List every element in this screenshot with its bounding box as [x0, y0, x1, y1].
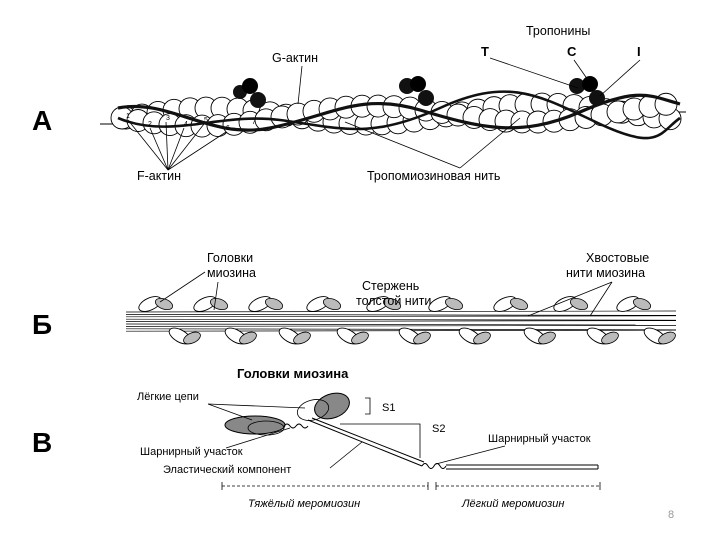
myosin-head-upper-pair — [569, 297, 589, 311]
bead-number-2: 2 — [148, 121, 152, 128]
page-number: 8 — [668, 509, 674, 521]
myosin-head-left — [224, 415, 286, 435]
bead-number-4: 4 — [184, 121, 188, 128]
tail-leader-1 — [527, 281, 613, 317]
g-actin-leader — [297, 65, 303, 105]
f-actin-label: F-актин — [137, 169, 181, 183]
myosin-head-lower-pair — [538, 331, 556, 345]
myosin-head-lower-pair — [413, 331, 431, 345]
rod-fiber-line — [125, 318, 677, 321]
troponin-complex-2 — [399, 76, 434, 106]
myosin-head-lower-pair — [351, 331, 369, 345]
heavy-meromyosin-label: Тяжёлый меромиозин — [248, 498, 360, 510]
panel-b-letter: Б — [32, 309, 52, 340]
rod-fiber-line — [125, 320, 677, 322]
s1-bracket — [365, 397, 371, 415]
f-actin-leaders — [127, 119, 227, 171]
troponin-complex-1 — [233, 78, 266, 108]
rod-label-line1: Стержень — [362, 279, 419, 293]
s2-bracket — [340, 423, 421, 458]
s2-arm-1 — [307, 419, 423, 467]
tropomyosin-label: Тропомиозиновая нить — [367, 169, 500, 183]
troponin-c-label: C — [567, 44, 577, 59]
s1-label: S1 — [382, 402, 395, 414]
myosin-head-upper-pair — [264, 297, 284, 311]
tropomyosin-leader-1 — [344, 121, 461, 169]
myosin-head-upper-pair — [322, 297, 342, 311]
heads-leader-2 — [213, 281, 219, 311]
bead-number-1: 1 — [126, 113, 130, 120]
s2-arm-2 — [311, 417, 425, 463]
heads-label-line2: миозина — [207, 266, 256, 280]
myosin-head-lower-pair — [183, 331, 201, 345]
rod-fiber-line — [125, 315, 677, 318]
rod-label-line2: толстой нити — [356, 294, 431, 308]
myosin-head-upper-pair — [444, 297, 464, 311]
tail-label-line1: Хвостовые — [586, 251, 649, 265]
panel-a: А 1 2 3 4 5 6 7 G-а — [32, 24, 686, 183]
light-meromyosin-label: Лёгкий меромиозин — [461, 498, 564, 510]
troponin-t-leader — [489, 57, 579, 89]
rod-fiber-line — [125, 323, 677, 326]
tropomyosin-strand-1 — [117, 93, 681, 132]
s2-label: S2 — [432, 423, 445, 435]
hinge-right-label: Шарнирный участок — [488, 433, 591, 445]
light-chain-left — [247, 420, 285, 436]
rod-fiber-line — [125, 310, 677, 313]
myosin-head-lower-pair — [601, 331, 619, 345]
rod-fiber-line — [125, 314, 677, 316]
rod-fiber-line — [125, 325, 677, 327]
elastic-leader — [329, 441, 363, 469]
bead-number-7: 7 — [252, 119, 256, 126]
troponins-label: Тропонины — [526, 24, 590, 38]
myosin-head-upper-pair — [632, 297, 652, 311]
myosin-heads-row — [138, 296, 676, 345]
tropomyosin-strand-2 — [117, 90, 681, 140]
light-chains-leader-1 — [207, 403, 253, 421]
panel-b: Б Головки миозина Стержень толстой нити … — [32, 251, 677, 345]
heavy-meromyosin-dimension — [221, 482, 429, 490]
hinge-region-left — [283, 423, 309, 429]
hinge-left-label: Шарнирный участок — [140, 446, 243, 458]
myosin-head-lower-pair — [473, 331, 491, 345]
light-chains-leader-2 — [207, 403, 306, 409]
tropomyosin-leader-2 — [459, 117, 521, 169]
hinge-left-leader — [225, 427, 291, 449]
troponin-i-leader — [599, 59, 641, 97]
myosin-heads-title: Головки миозина — [237, 366, 349, 381]
myosin-head-upper-pair — [382, 297, 402, 311]
troponin-complex-3 — [569, 76, 605, 106]
bead-number-5: 5 — [204, 117, 208, 124]
troponin-i-label: I — [637, 44, 641, 59]
myosin-head-lower-pair — [239, 331, 257, 345]
troponin-t-label: T — [481, 44, 489, 59]
myosin-head-upper-pair — [154, 297, 174, 311]
elastic-label: Эластический компонент — [163, 464, 291, 476]
heads-label-line1: Головки — [207, 251, 253, 265]
tail-leader-2 — [589, 281, 613, 317]
panel-c-letter: В — [32, 427, 52, 458]
heads-leader-1 — [159, 271, 206, 303]
g-actin-label: G-актин — [272, 51, 318, 65]
light-chains-label: Лёгкие цепи — [137, 391, 199, 403]
troponin-c-leader — [573, 59, 589, 81]
bead-number-6: 6 — [226, 125, 230, 132]
panel-c: В Головки миозина S1 S2 Лёгкие цепи Шарн… — [32, 366, 601, 510]
myosin-head-lower-pair — [293, 331, 311, 345]
hinge-right-leader — [435, 445, 506, 465]
myosin-head-right — [314, 392, 350, 420]
light-meromyosin-dimension — [435, 482, 601, 490]
hinge-region-right — [421, 463, 447, 469]
myosin-head-lower-pair — [658, 331, 676, 345]
panel-a-letter: А — [32, 105, 52, 136]
tail-label-line2: нити миозина — [566, 266, 645, 280]
bead-number-3: 3 — [166, 115, 170, 122]
myosin-head-upper-pair — [509, 297, 529, 311]
